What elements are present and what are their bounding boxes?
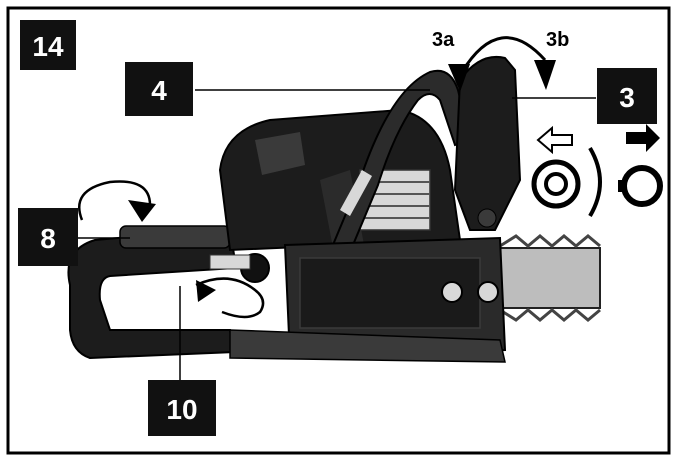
choke-rotation-arrow — [448, 36, 556, 92]
callout-10-text: 10 — [166, 394, 197, 425]
callout-3: 3 — [597, 68, 657, 124]
callout-10: 10 — [148, 380, 216, 436]
callout-3a-text: 3a — [432, 29, 455, 51]
callout-8-text: 8 — [40, 223, 56, 254]
solid-arrow-right-icon — [626, 124, 660, 152]
rotation-arrow-rear — [77, 180, 156, 222]
double-ring-icon — [531, 159, 581, 209]
bar-nut-2 — [477, 281, 499, 303]
chainsaw-illustration — [67, 56, 601, 363]
chain-brake-lever — [453, 56, 522, 231]
callout-3-text: 3 — [619, 82, 635, 113]
hollow-arrow-left-icon — [536, 125, 573, 155]
guide-bar — [499, 234, 601, 322]
rotation-arrow-side — [195, 277, 265, 319]
choke-separator — [588, 146, 602, 218]
callout-3b-text: 3b — [546, 29, 569, 51]
callout-4: 4 — [125, 62, 193, 116]
single-ring-icon — [618, 165, 663, 207]
bar-nut-1 — [441, 281, 463, 303]
figure-number: 14 — [32, 31, 64, 62]
callout-4-text: 4 — [151, 75, 167, 106]
callout-8: 8 — [18, 208, 78, 266]
figure-number-label: 14 — [20, 20, 76, 70]
choke-symbols — [531, 124, 663, 218]
